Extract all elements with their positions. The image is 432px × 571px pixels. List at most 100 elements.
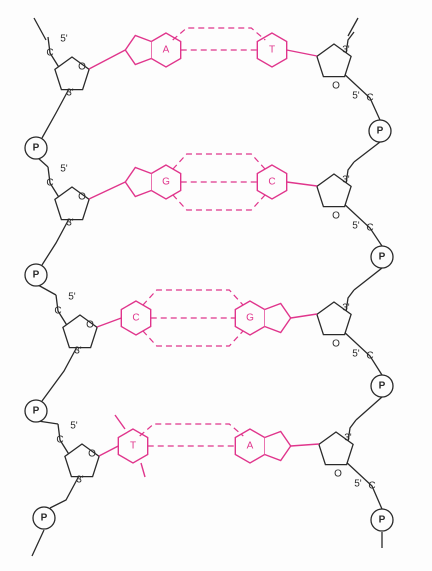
- phosphate-circle: [32, 506, 56, 530]
- carbon-label: C: [366, 93, 373, 104]
- deoxyribose-sugar-right: [318, 431, 354, 466]
- methyl-stub: [114, 414, 126, 430]
- carbon-label: C: [46, 178, 53, 189]
- right-backbone-bond: [341, 201, 383, 247]
- glycosidic-bond: [98, 445, 119, 457]
- five-prime-label: 5': [352, 349, 360, 360]
- base-label-left: A: [163, 45, 170, 56]
- deoxyribose-sugar-right: [316, 301, 352, 336]
- hydrogen-bond: [142, 289, 244, 306]
- deoxyribose-sugar-left: [64, 443, 100, 478]
- three-prime-label: 3': [74, 346, 82, 357]
- phosphate-circle: [24, 136, 48, 160]
- five-prime-label: 5': [352, 91, 360, 102]
- left-backbone-bond: [37, 157, 49, 168]
- right-backbone-bond: [345, 289, 355, 313]
- five-prime-label: 5': [60, 34, 68, 45]
- phosphate-label: P: [33, 406, 40, 417]
- phosphate-circle: [24, 399, 48, 423]
- right-backbone-bond: [353, 267, 383, 291]
- ring-oxygen-label: O: [332, 81, 340, 92]
- glycosidic-bond: [290, 443, 320, 447]
- base-left-c-ring-6: [120, 300, 152, 336]
- hydrogen-bond: [142, 330, 244, 347]
- hydrogen-bond: [172, 194, 266, 211]
- right-backbone-bond: [355, 396, 383, 421]
- three-prime-label: 3': [76, 475, 84, 486]
- phosphate-label: P: [379, 252, 386, 263]
- base-label-left: T: [130, 441, 136, 452]
- carbon-label: C: [56, 435, 63, 446]
- base-label-right: T: [269, 45, 275, 56]
- glycosidic-bond: [286, 49, 318, 57]
- left-strand-end-line: [31, 529, 45, 557]
- carbon-label: C: [46, 48, 53, 59]
- deoxyribose-sugar-right: [316, 173, 352, 208]
- deoxyribose-sugar-left: [62, 314, 98, 349]
- three-prime-label: 3': [66, 88, 74, 99]
- three-prime-label: 3': [342, 303, 350, 314]
- phosphate-label: P: [379, 381, 386, 392]
- deoxyribose-sugar-left: [54, 186, 90, 221]
- base-right-c-ring-6: [256, 164, 288, 200]
- deoxyribose-sugar-right: [316, 43, 352, 78]
- base-left-a-ring-5: [124, 34, 152, 66]
- five-prime-label: 5': [354, 479, 362, 490]
- hydrogen-bond: [172, 27, 266, 41]
- five-prime-label: 5': [70, 421, 78, 432]
- left-backbone-bond: [37, 284, 57, 296]
- right-backbone-bond: [343, 459, 383, 510]
- five-prime-label: 5': [60, 164, 68, 175]
- hydrogen-bond: [172, 153, 266, 170]
- methyl-stub: [140, 462, 146, 478]
- left-backbone-bond: [41, 216, 71, 266]
- ring-oxygen-label: O: [78, 192, 86, 203]
- three-prime-label: 3': [344, 433, 352, 444]
- ring-oxygen-label: O: [332, 211, 340, 222]
- glycosidic-bond: [290, 313, 318, 319]
- right-backbone-bond: [345, 161, 355, 185]
- ring-oxygen-label: O: [88, 449, 96, 460]
- glycosidic-bond: [88, 49, 126, 70]
- ring-oxygen-label: O: [334, 469, 342, 480]
- deoxyribose-sugar-left: [54, 56, 90, 91]
- phosphate-circle: [370, 374, 394, 398]
- base-label-right: G: [246, 313, 254, 324]
- right-strand-end-line: [347, 17, 359, 37]
- carbon-label: C: [54, 306, 61, 317]
- carbon-label: C: [366, 223, 373, 234]
- base-label-left: G: [162, 177, 170, 188]
- right-backbone-bond: [347, 419, 357, 443]
- left-backbone-bond: [49, 473, 81, 509]
- left-backbone-bond: [37, 420, 59, 425]
- base-label-right: C: [268, 177, 275, 188]
- left-backbone-bond: [47, 166, 61, 200]
- base-label-left: C: [132, 313, 139, 324]
- phosphate-label: P: [33, 143, 40, 154]
- glycosidic-bond: [88, 181, 126, 200]
- phosphate-circle: [368, 119, 392, 143]
- three-prime-label: 3': [66, 218, 74, 229]
- hydrogen-bond: [139, 423, 244, 437]
- three-prime-label: 3': [342, 175, 350, 186]
- left-backbone-bond: [41, 344, 79, 402]
- right-backbone-bond: [341, 71, 381, 121]
- left-backbone-bond: [41, 86, 71, 139]
- carbon-label: C: [366, 351, 373, 362]
- phosphate-label: P: [377, 126, 384, 137]
- five-prime-label: 5': [352, 221, 360, 232]
- phosphate-label: P: [379, 515, 386, 526]
- base-right-t-ring-6: [256, 32, 288, 68]
- carbon-label: C: [368, 481, 375, 492]
- left-backbone-bond: [55, 294, 69, 328]
- right-backbone-bond: [345, 31, 355, 55]
- phosphate-circle: [370, 508, 394, 532]
- base-label-right: A: [247, 441, 254, 452]
- left-strand-end-line: [33, 17, 47, 41]
- base-right-g-ring-5: [264, 302, 292, 334]
- ring-oxygen-label: O: [86, 320, 94, 331]
- phosphate-circle: [370, 245, 394, 269]
- ring-oxygen-label: O: [332, 339, 340, 350]
